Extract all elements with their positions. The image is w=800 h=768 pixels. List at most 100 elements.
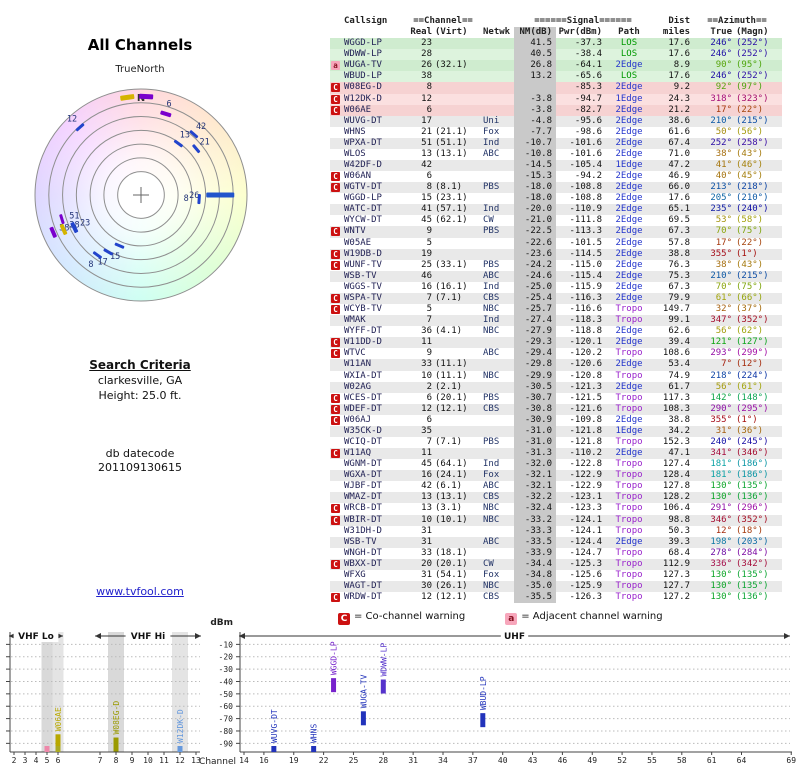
network-cell: PBS <box>483 182 500 193</box>
warning-cell <box>330 282 344 293</box>
signal-power-cell: -115.4 <box>569 270 602 281</box>
distance-cell: 21.2 <box>668 104 690 115</box>
noise-margin-cell: -3.8 <box>514 104 556 116</box>
path-cell: 2Edge <box>615 292 643 303</box>
azimuth-true-cell: 347° <box>710 315 732 326</box>
azimuth-magnetic-cell: (46°) <box>736 160 764 171</box>
x-tick-label: 46 <box>558 756 568 765</box>
noise-margin-cell: -33.2 <box>514 514 556 526</box>
network-cell <box>478 82 514 93</box>
x-tick-label: 55 <box>647 756 657 765</box>
band-arrow-head <box>784 633 790 639</box>
noise-margin-cell: -30.7 <box>514 392 556 404</box>
signal-power-cell: -64.1 <box>574 60 602 71</box>
channel-marker <box>160 110 172 118</box>
channel-virtual-cell: (2.1) <box>435 381 463 392</box>
channel-real-cell: 33 <box>421 359 432 370</box>
azimuth-true-cell: 38° <box>715 148 732 159</box>
path-cell: Tropo <box>615 503 643 514</box>
distance-cell: 57.8 <box>668 237 690 248</box>
network-cell <box>478 337 514 348</box>
network-cell <box>478 415 514 426</box>
path-cell: Tropo <box>615 481 643 492</box>
channel-marker-tick <box>120 94 135 101</box>
channel-virtual-cell: (6.1) <box>435 481 463 492</box>
azimuth-true-cell: 130° <box>710 580 732 591</box>
distance-cell: 62.6 <box>668 326 690 337</box>
column-header-virt: (Virt) <box>435 27 468 38</box>
x-tick-label: 8 <box>114 756 119 765</box>
distance-cell: 127.8 <box>662 481 690 492</box>
noise-margin-cell: -27.9 <box>514 326 556 338</box>
azimuth-magnetic-cell: (61°) <box>736 381 764 392</box>
channel-real-cell: 38 <box>421 71 432 82</box>
signal-bar-label: WHNS <box>310 724 319 743</box>
channel-real-cell: 31 <box>421 569 432 580</box>
callsign-cell: WGNM-DT <box>344 459 382 470</box>
path-cell: 1Edge <box>615 93 643 104</box>
channel-marker <box>189 130 199 139</box>
distance-cell: 112.9 <box>662 558 690 569</box>
warning-cell <box>330 38 344 49</box>
channel-virtual-cell <box>432 315 478 326</box>
azimuth-true-cell: 213° <box>710 182 732 193</box>
path-cell: Tropo <box>615 459 643 470</box>
column-header-magn: (Magn) <box>736 27 769 38</box>
callsign-cell: WUVG-DT <box>344 115 382 126</box>
channel-virtual-cell: (20.1) <box>435 558 468 569</box>
callsign-cell: WSB-TV <box>344 270 377 281</box>
co-channel-warning-icon: C <box>331 305 340 315</box>
channel-real-cell: 12 <box>421 93 432 104</box>
warning-cell: C <box>330 337 344 348</box>
signal-bar-label: W06AE <box>54 707 63 731</box>
signal-power-cell: -124.7 <box>569 547 602 558</box>
azimuth-true-cell: 41° <box>715 160 732 171</box>
network-cell: Ind <box>483 137 500 148</box>
azimuth-magnetic-cell: (75°) <box>736 281 764 292</box>
radar-ring <box>89 143 193 247</box>
callsign-cell: WGXA-DT <box>344 470 382 481</box>
co-channel-stripe <box>41 632 53 752</box>
channel-virtual-cell <box>432 271 478 282</box>
network-cell <box>478 71 514 82</box>
azimuth-magnetic-cell: (135°) <box>736 580 769 591</box>
signal-power-cell: -108.8 <box>569 193 602 204</box>
azimuth-magnetic-cell: (37°) <box>736 304 764 315</box>
search-height: Height: 25.0 ft. <box>98 389 182 402</box>
noise-margin-cell: -32.2 <box>514 492 556 504</box>
tvfool-link[interactable]: www.tvfool.com <box>96 585 184 598</box>
signal-bar <box>44 746 50 752</box>
signal-power-cell: -37.3 <box>574 38 602 49</box>
distance-cell: 127.3 <box>662 569 690 580</box>
channel-virtual-cell <box>432 38 478 49</box>
adjacent-channel-warning-icon: a <box>505 613 518 625</box>
column-header-nm: NM(dB) <box>514 27 556 39</box>
path-cell: 2Edge <box>615 104 643 115</box>
x-tick-label: 25 <box>349 756 359 765</box>
noise-margin-cell: -31.3 <box>514 448 556 460</box>
co-channel-warning-icon: C <box>331 249 340 259</box>
callsign-cell: W11AQ <box>344 448 372 459</box>
x-tick-label: 58 <box>677 756 687 765</box>
warning-cell: C <box>330 105 344 116</box>
distance-cell: 39.3 <box>668 536 690 547</box>
channel-marker-label: 17 <box>98 257 108 267</box>
warning-cell: C <box>330 503 344 514</box>
azimuth-true-cell: 355° <box>710 414 732 425</box>
column-header-callsign: Callsign <box>344 16 388 26</box>
path-cell: 2Edge <box>615 126 643 137</box>
warning-cell <box>330 326 344 337</box>
db-datecode: db datecode 201109130615 <box>30 447 250 475</box>
channel-real-cell: 21 <box>421 126 432 137</box>
azimuth-true-cell: 92° <box>715 82 732 93</box>
y-tick-label: -10 <box>219 640 234 649</box>
azimuth-true-cell: 218° <box>710 370 732 381</box>
